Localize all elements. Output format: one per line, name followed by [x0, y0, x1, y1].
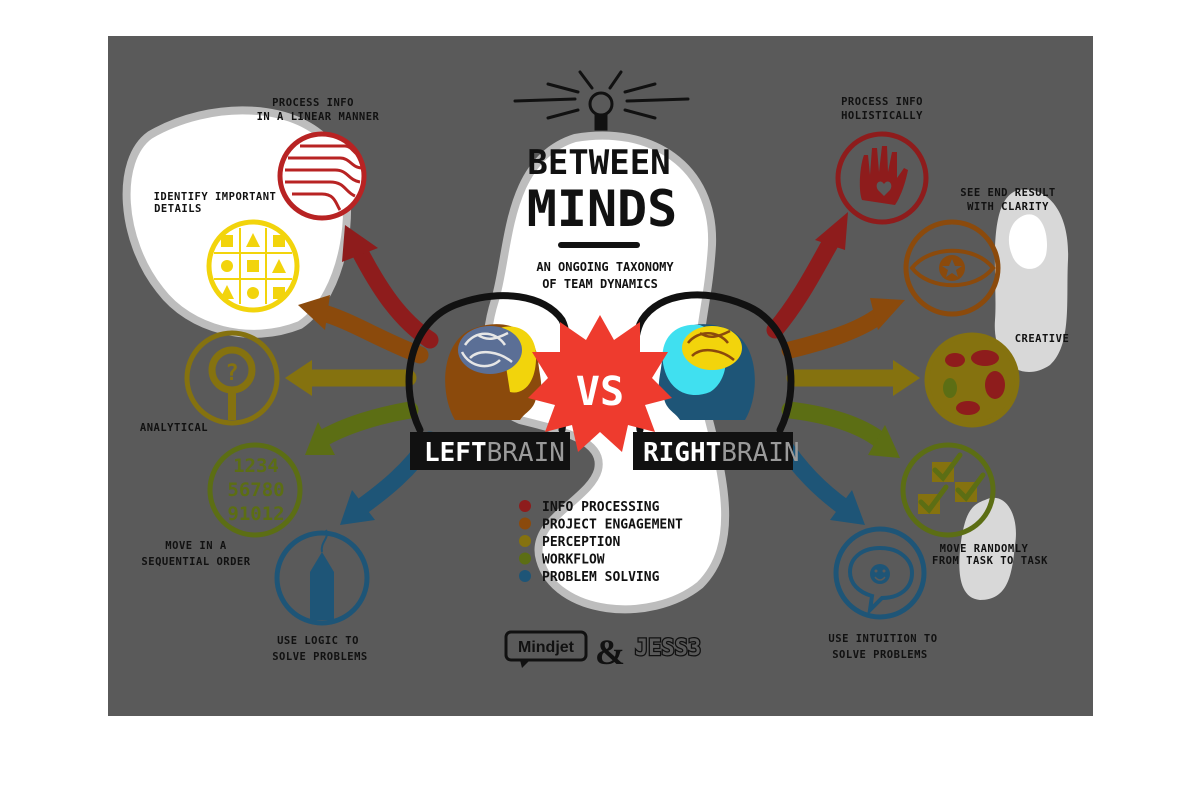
- left-arrowhead-red: [342, 225, 378, 262]
- right-arrows: [766, 231, 909, 517]
- left-trait-4-line-2: SEQUENTIAL ORDER: [141, 556, 250, 568]
- right-trait-labels: PROCESS INFO HOLISTICALLY SEE END RESULT…: [828, 96, 1070, 661]
- magnifier-question-icon: ?: [184, 330, 280, 426]
- mindjet-logo: Mindjet: [518, 639, 575, 656]
- legend-label-3: PERCEPTION: [542, 535, 620, 550]
- left-arrowhead-orange: [298, 295, 330, 330]
- lightbulb-icon: [513, 70, 690, 131]
- right-bottom-blob: [959, 497, 1016, 600]
- right-trait-5-line-1: USE INTUITION TO: [828, 633, 937, 645]
- eye-star-icon: [903, 219, 1001, 317]
- legend-label-4: WORKFLOW: [542, 553, 605, 568]
- subtitle-line-2: OF TEAM DYNAMICS: [542, 277, 658, 291]
- right-brain-badge: RIGHTBRAIN: [633, 432, 800, 470]
- left-arrow-green: [311, 401, 419, 449]
- legend: INFO PROCESSING PROJECT ENGAGEMENT PERCEPT…: [519, 500, 683, 585]
- title-underline: [558, 242, 640, 248]
- right-arrowhead-olive: [893, 360, 920, 396]
- right-trait-5-line-2: SOLVE PROBLEMS: [832, 649, 928, 661]
- right-arrow-orange: [781, 306, 889, 359]
- legend-dot-2: [519, 517, 531, 530]
- left-arrowheads: [285, 225, 378, 525]
- left-brain-badge: LEFTBRAIN: [410, 432, 570, 470]
- left-arrow-orange: [311, 303, 429, 364]
- left-trait-1-line-1: PROCESS INFO: [272, 97, 354, 109]
- ampersand: &: [595, 632, 625, 672]
- title-line-2: MINDS: [527, 180, 678, 238]
- right-arrowhead-green: [868, 425, 900, 458]
- sponsor-logos: Mindjet & JESS3: [504, 630, 702, 672]
- right-arrowhead-blue: [830, 490, 865, 525]
- left-badge-light: BRAIN: [487, 438, 565, 468]
- left-arrowhead-blue: [340, 490, 375, 525]
- left-trait-labels: PROCESS INFO IN A LINEAR MANNER IDENTIFY…: [140, 97, 380, 663]
- svg-text:RIGHTBRAIN: RIGHTBRAIN: [643, 438, 800, 468]
- paint-splotch-icon: [924, 332, 1020, 428]
- legend-label-1: INFO PROCESSING: [542, 500, 660, 515]
- right-arrow-green: [781, 401, 889, 449]
- legend-dot-3: [519, 535, 531, 547]
- pencil-icon: [274, 529, 370, 626]
- legend-dot-4: [519, 552, 531, 565]
- number-grid-row-3: 91012: [227, 503, 284, 525]
- right-trait-3-line-1: CREATIVE: [1015, 333, 1070, 345]
- number-grid-icon: 1234 56780 91012: [207, 442, 303, 538]
- left-arrowhead-olive: [285, 360, 312, 396]
- right-trait-1-line-2: HOLISTICALLY: [841, 110, 923, 122]
- right-badge-strong: RIGHT: [643, 438, 721, 468]
- right-trait-4-line-1: MOVE RANDOMLY: [940, 543, 1029, 555]
- left-brain-icon: [458, 326, 522, 374]
- left-trait-5-line-2: SOLVE PROBLEMS: [272, 651, 368, 663]
- linear-lines-icon: [277, 131, 367, 221]
- right-arrowhead-orange: [870, 298, 905, 330]
- hand-heart-icon: [835, 131, 929, 225]
- vs-starburst-shape: [528, 315, 672, 452]
- shape-grid-icon: [206, 219, 300, 313]
- title-line-1: BETWEEN: [527, 143, 670, 183]
- jess3-logo: JESS3: [635, 636, 701, 661]
- left-badge-strong: LEFT: [424, 438, 487, 468]
- speech-smile-icon: [833, 526, 927, 620]
- right-top-blob-inner: [1008, 214, 1048, 269]
- legend-dot-1: [519, 500, 531, 512]
- left-trait-3-line-1: ANALYTICAL: [140, 422, 208, 434]
- right-trait-2-line-1: SEE END RESULT: [960, 187, 1056, 199]
- right-trait-1-line-1: PROCESS INFO: [841, 96, 923, 108]
- legend-label-5: PROBLEM SOLVING: [542, 570, 660, 585]
- number-grid-row-2: 56780: [227, 479, 284, 501]
- right-trait-4-line-2: FROM TASK TO TASK: [932, 555, 1048, 567]
- vs-label: VS: [576, 369, 624, 415]
- left-trait-2-line-1: IDENTIFY IMPORTANT: [154, 191, 277, 203]
- right-trait-2-line-2: WITH CLARITY: [967, 201, 1049, 213]
- vs-burst: VS: [528, 315, 672, 452]
- subtitle-line-1: AN ONGOING TAXONOMY: [536, 260, 674, 274]
- left-trait-4-line-1: MOVE IN A: [165, 540, 227, 552]
- left-trait-1-line-2: IN A LINEAR MANNER: [257, 111, 380, 123]
- right-arrowheads: [815, 212, 920, 525]
- right-head: [631, 291, 795, 434]
- number-grid-row-1: 1234: [233, 455, 279, 477]
- checklist-icon: [900, 442, 996, 538]
- mindjet-logo-box: [504, 630, 588, 662]
- legend-label-2: PROJECT ENGAGEMENT: [542, 518, 683, 533]
- right-badge-light: BRAIN: [721, 438, 799, 468]
- legend-dot-5: [519, 570, 531, 582]
- left-trait-5-line-1: USE LOGIC TO: [277, 635, 359, 647]
- right-arrow-red: [766, 231, 841, 339]
- right-arrowhead-red: [815, 212, 848, 250]
- svg-text:?: ?: [225, 361, 238, 386]
- svg-text:LEFTBRAIN: LEFTBRAIN: [424, 438, 565, 468]
- left-arrowhead-green: [305, 422, 335, 455]
- right-brain-icon: [682, 326, 742, 370]
- left-trait-2-line-2: DETAILS: [154, 203, 202, 215]
